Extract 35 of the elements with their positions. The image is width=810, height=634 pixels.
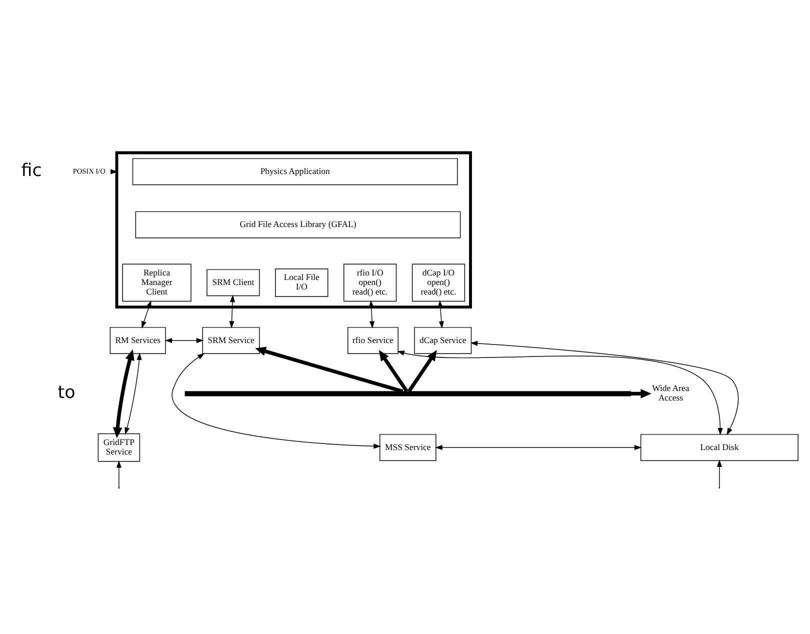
arrow bbox=[716, 459, 722, 488]
arrow bbox=[397, 350, 723, 435]
node-box: rfio I/O open() read() etc. bbox=[344, 263, 397, 302]
arrow bbox=[408, 350, 437, 392]
node-bar bbox=[184, 390, 631, 396]
node-box: Local Disk bbox=[640, 434, 798, 460]
node-box: Replica Manager Client bbox=[122, 263, 192, 302]
arrow bbox=[438, 300, 444, 328]
node-box: SRM Client bbox=[206, 268, 260, 296]
arrow bbox=[368, 300, 375, 328]
arrow bbox=[255, 346, 404, 393]
node-box: dCap I/O open() read() etc. bbox=[412, 263, 466, 302]
node-box: Grid File Access Library (GFAL) bbox=[135, 210, 461, 238]
label: fic bbox=[21, 160, 42, 181]
arrow bbox=[142, 300, 152, 328]
arrow bbox=[172, 352, 381, 448]
arrow bbox=[116, 460, 122, 488]
arrow bbox=[112, 348, 134, 438]
node-box: rfio Service bbox=[348, 326, 398, 354]
arrow bbox=[124, 352, 142, 434]
label: to bbox=[58, 382, 76, 403]
arrow bbox=[435, 444, 642, 450]
node-text: Wide Area Access bbox=[652, 382, 690, 402]
arrow bbox=[470, 340, 739, 435]
arrow bbox=[229, 294, 236, 328]
arrow bbox=[378, 350, 408, 392]
node-box: SRM Service bbox=[202, 326, 260, 354]
node-box: Local File I/O bbox=[275, 268, 328, 296]
node-box: GridFTP Service bbox=[98, 432, 140, 462]
node-box: MSS Service bbox=[380, 434, 436, 460]
arrow bbox=[630, 388, 652, 398]
arrow bbox=[164, 337, 204, 343]
node-box: dCap Service bbox=[414, 326, 472, 354]
node-box: Physics Application bbox=[132, 158, 458, 185]
node-box: RM Services bbox=[110, 326, 166, 354]
